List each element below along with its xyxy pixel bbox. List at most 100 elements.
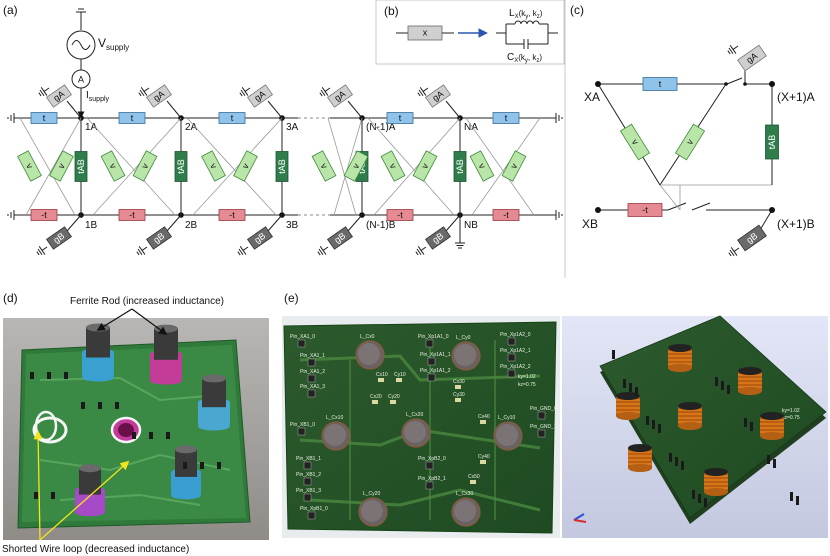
coil-3d-icon [704,468,728,496]
panel-label-d: (d) [3,291,18,305]
v-component: v [100,150,126,182]
pin-ref-label: Pin_Xp1A2_1 [500,348,531,354]
photo-annotations: Ferrite Rod (increased inductance) Short… [2,296,224,555]
tab-component: tAB [275,151,289,182]
inductor-icon [514,20,540,25]
pin-3d-icon [790,492,793,501]
ferrite-rod-icon [198,374,230,431]
pin-3d-icon [698,494,701,503]
ground-icon [36,246,48,256]
pin-footprint-icon [303,493,312,502]
pin-3d-icon [635,387,638,396]
pin-ref-label: Pin_Xp1A2_2 [500,364,531,370]
v-component-label: v [108,162,119,171]
minus-t-component: -t [386,209,414,221]
ferrite-rod-icon [75,464,105,517]
c-minus-t-component-label: -t [642,205,648,215]
c-ga-component: gA [737,44,767,72]
ground-icon [38,87,50,97]
ferrite-rod-icon [150,324,182,385]
gb-component: gB [424,226,452,250]
capacitor-ref-label: Cy20 [388,394,400,400]
inductor-ref-label: L_Cx10 [326,415,343,421]
t-component-label: t [505,113,508,123]
pcb-3d-parts [612,344,799,507]
node-label-x1a: (X+1)A [777,90,815,104]
capacitor-footprint-icon [396,378,402,382]
v-component: v [469,150,495,182]
pin-ref-label: Pin_XA1_1 [300,353,325,359]
circuit-cells: 1A1BtABgAgB2A2BtABgAgB3A3BtABgAgB(N-1)A(… [17,84,541,256]
pin-ref-label: Pin_Xp1A1_2 [420,368,451,374]
c-v-component-left: v [619,123,651,161]
ground-icon [455,237,465,249]
inductor-footprint-icon [355,340,385,370]
capacitor-ref-label: Cx20 [370,394,382,400]
generic-component-label: x [423,27,428,37]
tab-component: tAB [74,151,88,182]
t-component: t [492,112,520,124]
gb-component: gB [45,226,73,250]
c-gb-component: gB [737,224,767,252]
legend-panel-b: x LX(ky, kz) CX(ky, kz) [396,8,558,64]
panel-label-c: (c) [570,3,584,17]
tab-component: tAB [174,151,188,182]
t-component-label: t [43,113,46,123]
panel-label-a: (a) [3,3,18,17]
pin-footprint-icon [297,339,306,348]
pin-ref-label: Pin_Xp1A1_0 [418,334,449,340]
tab-component-label: tAB [277,159,287,174]
pin-footprint-icon [303,477,312,486]
pin-footprint-icon [427,357,436,366]
circuit-panel-a: Vsupply A Isupply [7,8,563,220]
v-component: v [17,150,42,182]
node-label-bottom: (N-1)B [366,220,396,231]
ferrite-rod-icon [82,323,114,382]
c-t-component-label: t [659,79,662,89]
pin-footprint-icon [507,369,516,378]
tab-component-label: tAB [455,159,465,174]
capacitor-footprint-icon [378,378,384,382]
node-label-bottom: 3B [286,220,299,231]
ground-icon [136,246,148,256]
inductor-ref-label: L_Cx0 [360,334,375,340]
pin-3d-icon [646,416,649,425]
ground-icon [317,246,329,256]
capacitor-ref-label: Cx40 [478,414,490,420]
pin-ref-label: Pin_XB1_1 [296,456,321,462]
pin-ref-label: Pin_XpB2_0 [418,456,446,462]
pin-3d-icon [692,490,695,499]
v-component-label: v [477,162,488,171]
pin-3d-icon [796,496,799,505]
ground-icon [417,87,429,97]
ground-icon [237,246,249,256]
v-component-label: v [24,162,35,171]
pcb-layout-3d: ky=1.02 kz=0.75 [562,315,828,538]
ground-icon [239,87,251,97]
pin-ref-label: Pin_GND_0 [530,406,557,412]
pin-3d-icon [675,457,678,466]
pin-3d-icon [629,383,632,392]
pin-ref-label: Pin_GND_1 [530,424,557,430]
t-component-label: t [131,113,134,123]
coil-3d-icon [678,402,702,430]
capacitor-ref-label: Cy30 [453,392,465,398]
inductor-ref-label: L_Cy0 [456,335,471,341]
minus-t-component-label: -t [41,210,47,220]
ground-icon [415,246,427,256]
inductor-footprint-icon [321,421,351,451]
coil-3d-icon [616,392,640,420]
t-component-label: t [231,113,234,123]
node-label-xb: XB [582,217,598,231]
inductor-footprint-icon [493,421,523,451]
pin-3d-icon [767,455,770,464]
v-component: v [343,150,369,182]
ground-icon [138,87,150,97]
v-component-label: v [208,162,219,171]
ferrite-rod-label: Ferrite Rod (increased inductance) [70,296,224,307]
panel-label-b: (b) [384,4,399,18]
capacitor-ref-label: Cx30 [453,379,465,385]
